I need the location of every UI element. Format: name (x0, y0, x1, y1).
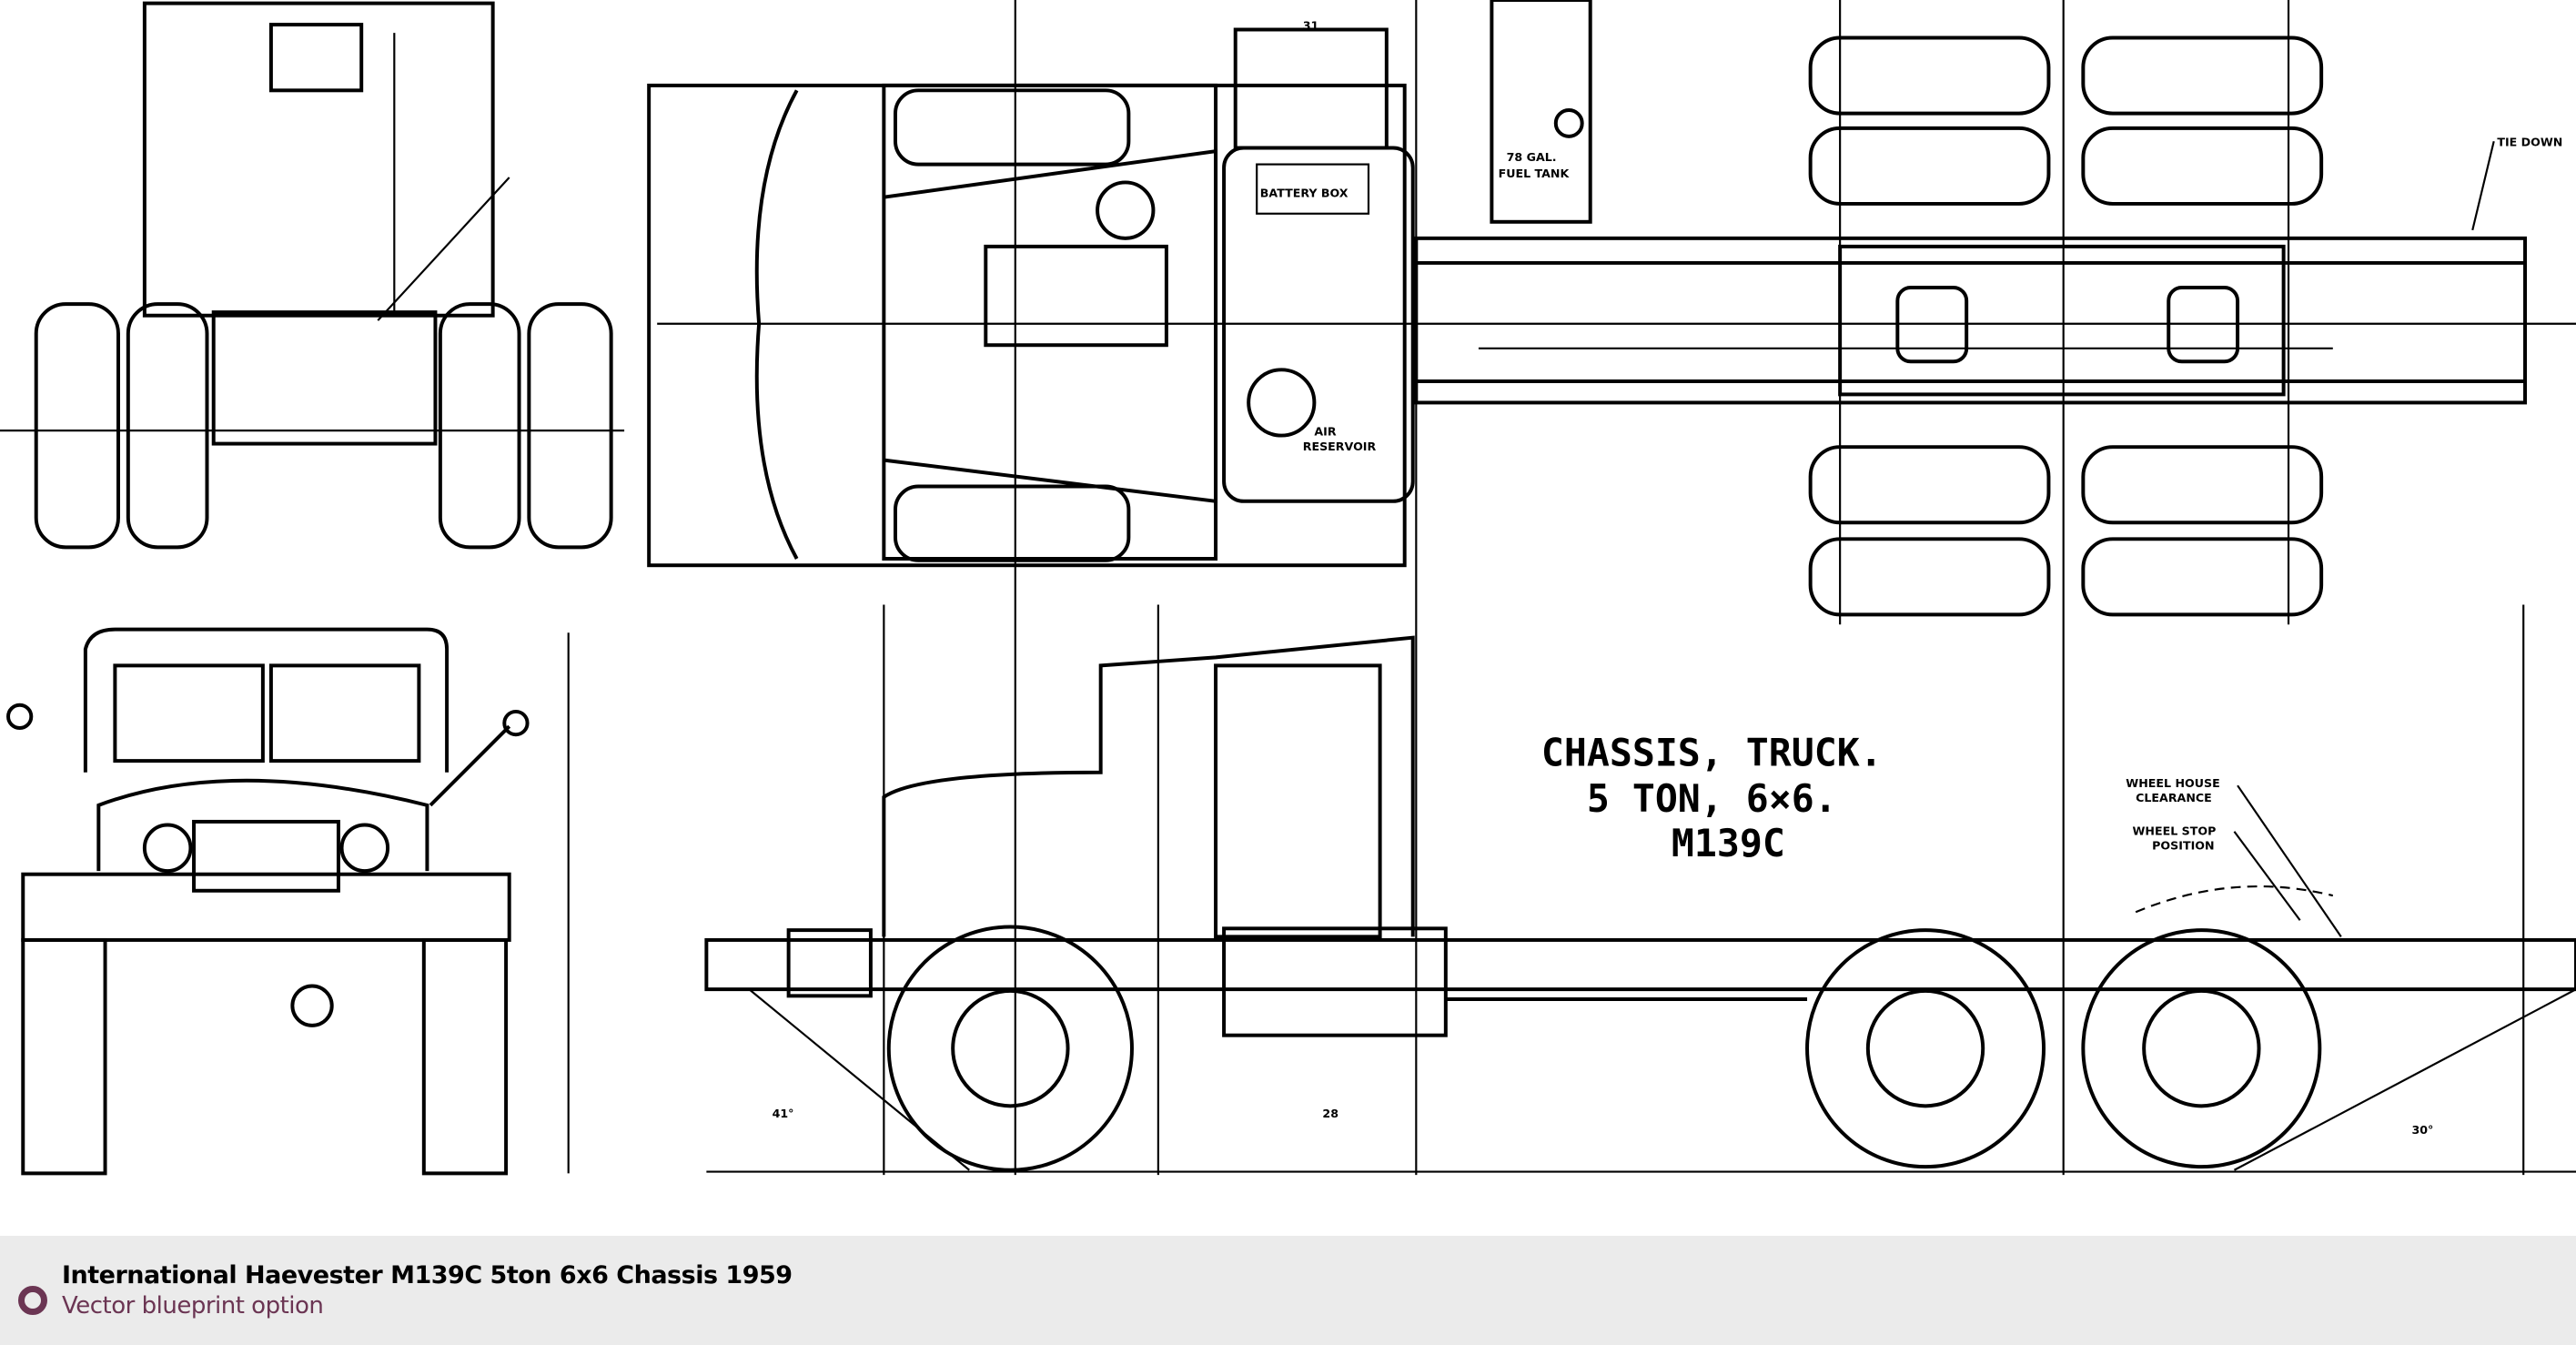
centre-lines (0, 0, 2576, 1176)
label-tie-down: TIE DOWN (2497, 136, 2562, 149)
blueprint-image: BATTERY BOX AIR RESERVOIR 31 78 GAL. FUE… (0, 0, 2576, 1176)
label-fuel-tank-2: FUEL TANK (1499, 167, 1571, 180)
label-air-reservoir-2: RESERVOIR (1303, 440, 1377, 453)
label-angle-front: 41° (773, 1107, 794, 1120)
blueprint-drawing: BATTERY BOX AIR RESERVOIR 31 78 GAL. FUE… (0, 0, 2576, 1176)
dim-31: 31 (1303, 19, 1319, 33)
caption-bar: International Haevester M139C 5ton 6x6 C… (0, 1236, 2576, 1345)
side-view: 41° 30° 28 WHEEL HOUSE CLEARANCE WHEEL S… (704, 635, 2576, 1172)
label-wheel-house-1: WHEEL HOUSE (2126, 776, 2219, 790)
top-view: BATTERY BOX AIR RESERVOIR 31 78 GAL. FUE… (647, 0, 2562, 617)
label-fuel-tank-1: 78 GAL. (1507, 150, 1557, 164)
drawing-title-line-1: CHASSIS, TRUCK. (1541, 731, 1883, 775)
caption-title: International Haevester M139C 5ton 6x6 C… (62, 1261, 793, 1289)
label-wheel-house-2: CLEARANCE (2136, 791, 2212, 804)
label-battery-box: BATTERY BOX (1260, 187, 1349, 200)
dim-28: 28 (1322, 1107, 1339, 1120)
front-view (6, 627, 570, 1176)
bullet-ring-icon (18, 1286, 47, 1315)
drawing-title-line-2: 5 TON, 6×6. (1587, 776, 1837, 821)
drawing-title: CHASSIS, TRUCK. 5 TON, 6×6. M139C (1541, 731, 1883, 865)
label-air-reservoir-1: AIR (1314, 425, 1336, 439)
rear-view (34, 1, 613, 550)
label-angle-rear: 30° (2411, 1123, 2433, 1137)
label-wheel-stop-1: WHEEL STOP (2133, 824, 2217, 837)
caption-subtitle: Vector blueprint option (62, 1292, 324, 1320)
label-wheel-stop-2: POSITION (2152, 839, 2214, 853)
drawing-title-line-3: M139C (1672, 821, 1785, 865)
